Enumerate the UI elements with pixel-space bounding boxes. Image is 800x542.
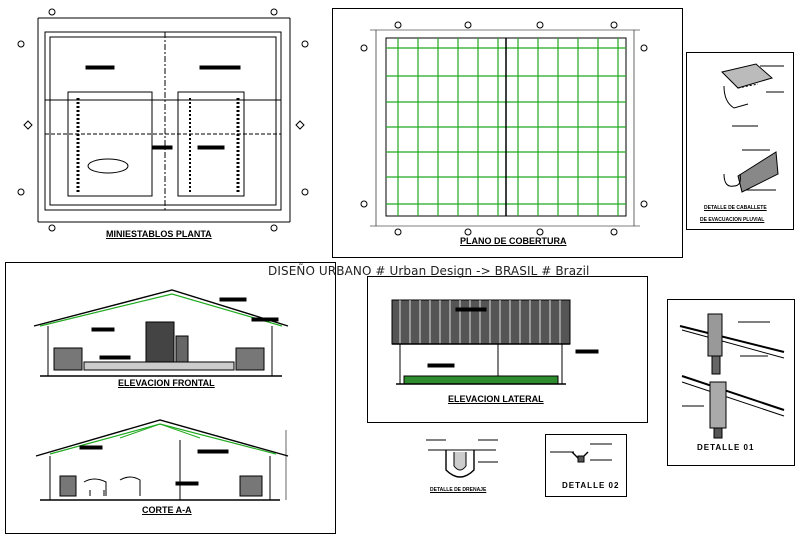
elevations-panel (5, 262, 336, 534)
floor-plan (17, 8, 309, 232)
gutter-detail (721, 63, 784, 193)
gutter-detail-title-1: DETALLE DE CABALLETE (704, 205, 767, 211)
roof-plan (360, 21, 648, 236)
front-elevation-title: ELEVACION FRONTAL (118, 378, 215, 388)
gutter-detail-panel (686, 52, 794, 230)
drain-detail (426, 439, 498, 478)
lateral-elevation-panel (367, 276, 648, 423)
gutter-detail-title-2: DE EVACUACION PLUVIAL (700, 217, 765, 223)
drain-detail-title: DETALLE DE DRENAJE (430, 487, 487, 493)
watermark-text: DISEÑO URBANO # Urban Design -> BRASIL #… (268, 264, 590, 278)
roof-plan-panel (332, 8, 683, 258)
lateral-elevation (391, 299, 599, 385)
detail02 (550, 443, 612, 463)
detail02-panel (545, 434, 627, 497)
detail02-title: DETALLE 02 (562, 481, 620, 490)
detail01 (679, 313, 785, 439)
plan-title: MINIESTABLOS PLANTA (106, 229, 212, 239)
roof-plan-title: PLANO DE COBERTURA (460, 236, 567, 246)
section-a-a (35, 419, 289, 501)
detail01-title: DETALLE 01 (697, 443, 755, 452)
detail01-panel (667, 299, 795, 466)
section-title: CORTE A-A (142, 505, 192, 515)
lateral-elevation-title: ELEVACION LATERAL (448, 394, 544, 404)
front-elevation (33, 289, 289, 377)
